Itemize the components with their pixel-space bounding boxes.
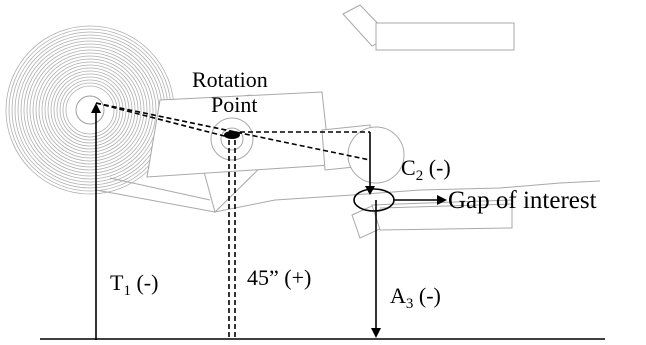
c2-label-main: C bbox=[401, 155, 416, 180]
labels: Rotation Point C2 (-) Gap of interest T1… bbox=[110, 67, 597, 312]
t1-label-sign: (-) bbox=[131, 270, 158, 295]
a3-label-sub: 3 bbox=[406, 296, 414, 312]
t1-label-sub: 1 bbox=[123, 283, 131, 299]
rotation-label-line1: Rotation bbox=[192, 67, 268, 92]
gap-label: Gap of interest bbox=[448, 187, 597, 214]
coil-core bbox=[75, 95, 105, 125]
a3-label-main: A bbox=[390, 283, 406, 308]
c2-label: C2 (-) bbox=[401, 155, 451, 184]
coil-ring bbox=[44, 64, 136, 156]
joint-circle bbox=[347, 126, 405, 184]
coil-ring bbox=[53, 73, 127, 147]
t1-label-main: T bbox=[110, 270, 124, 295]
coil-ring bbox=[29, 49, 151, 171]
a3-label-sign: (-) bbox=[413, 283, 440, 308]
coil-ring bbox=[62, 82, 118, 138]
coil-ring bbox=[32, 52, 148, 168]
a3-arrowhead bbox=[371, 328, 381, 338]
gap-arrowhead bbox=[437, 195, 447, 205]
c2-label-sign: (-) bbox=[423, 155, 450, 180]
annotation-lines bbox=[40, 102, 605, 340]
coil-ring bbox=[65, 85, 115, 135]
coil-ring bbox=[26, 46, 154, 174]
a3-label: A3 (-) bbox=[390, 283, 441, 312]
rotation-point-dot bbox=[224, 131, 240, 139]
t1-label: T1 (-) bbox=[110, 270, 158, 299]
coil-ring bbox=[35, 55, 145, 165]
t1-arrowhead bbox=[91, 103, 101, 113]
angle-label: 45” (+) bbox=[247, 265, 311, 290]
upper-blade bbox=[375, 22, 515, 51]
c2-label-sub: 2 bbox=[416, 168, 424, 184]
coil-ring bbox=[23, 43, 157, 177]
coil-ring bbox=[41, 61, 139, 159]
coil-ring bbox=[38, 58, 142, 162]
rotation-label-line2: Point bbox=[211, 92, 257, 117]
